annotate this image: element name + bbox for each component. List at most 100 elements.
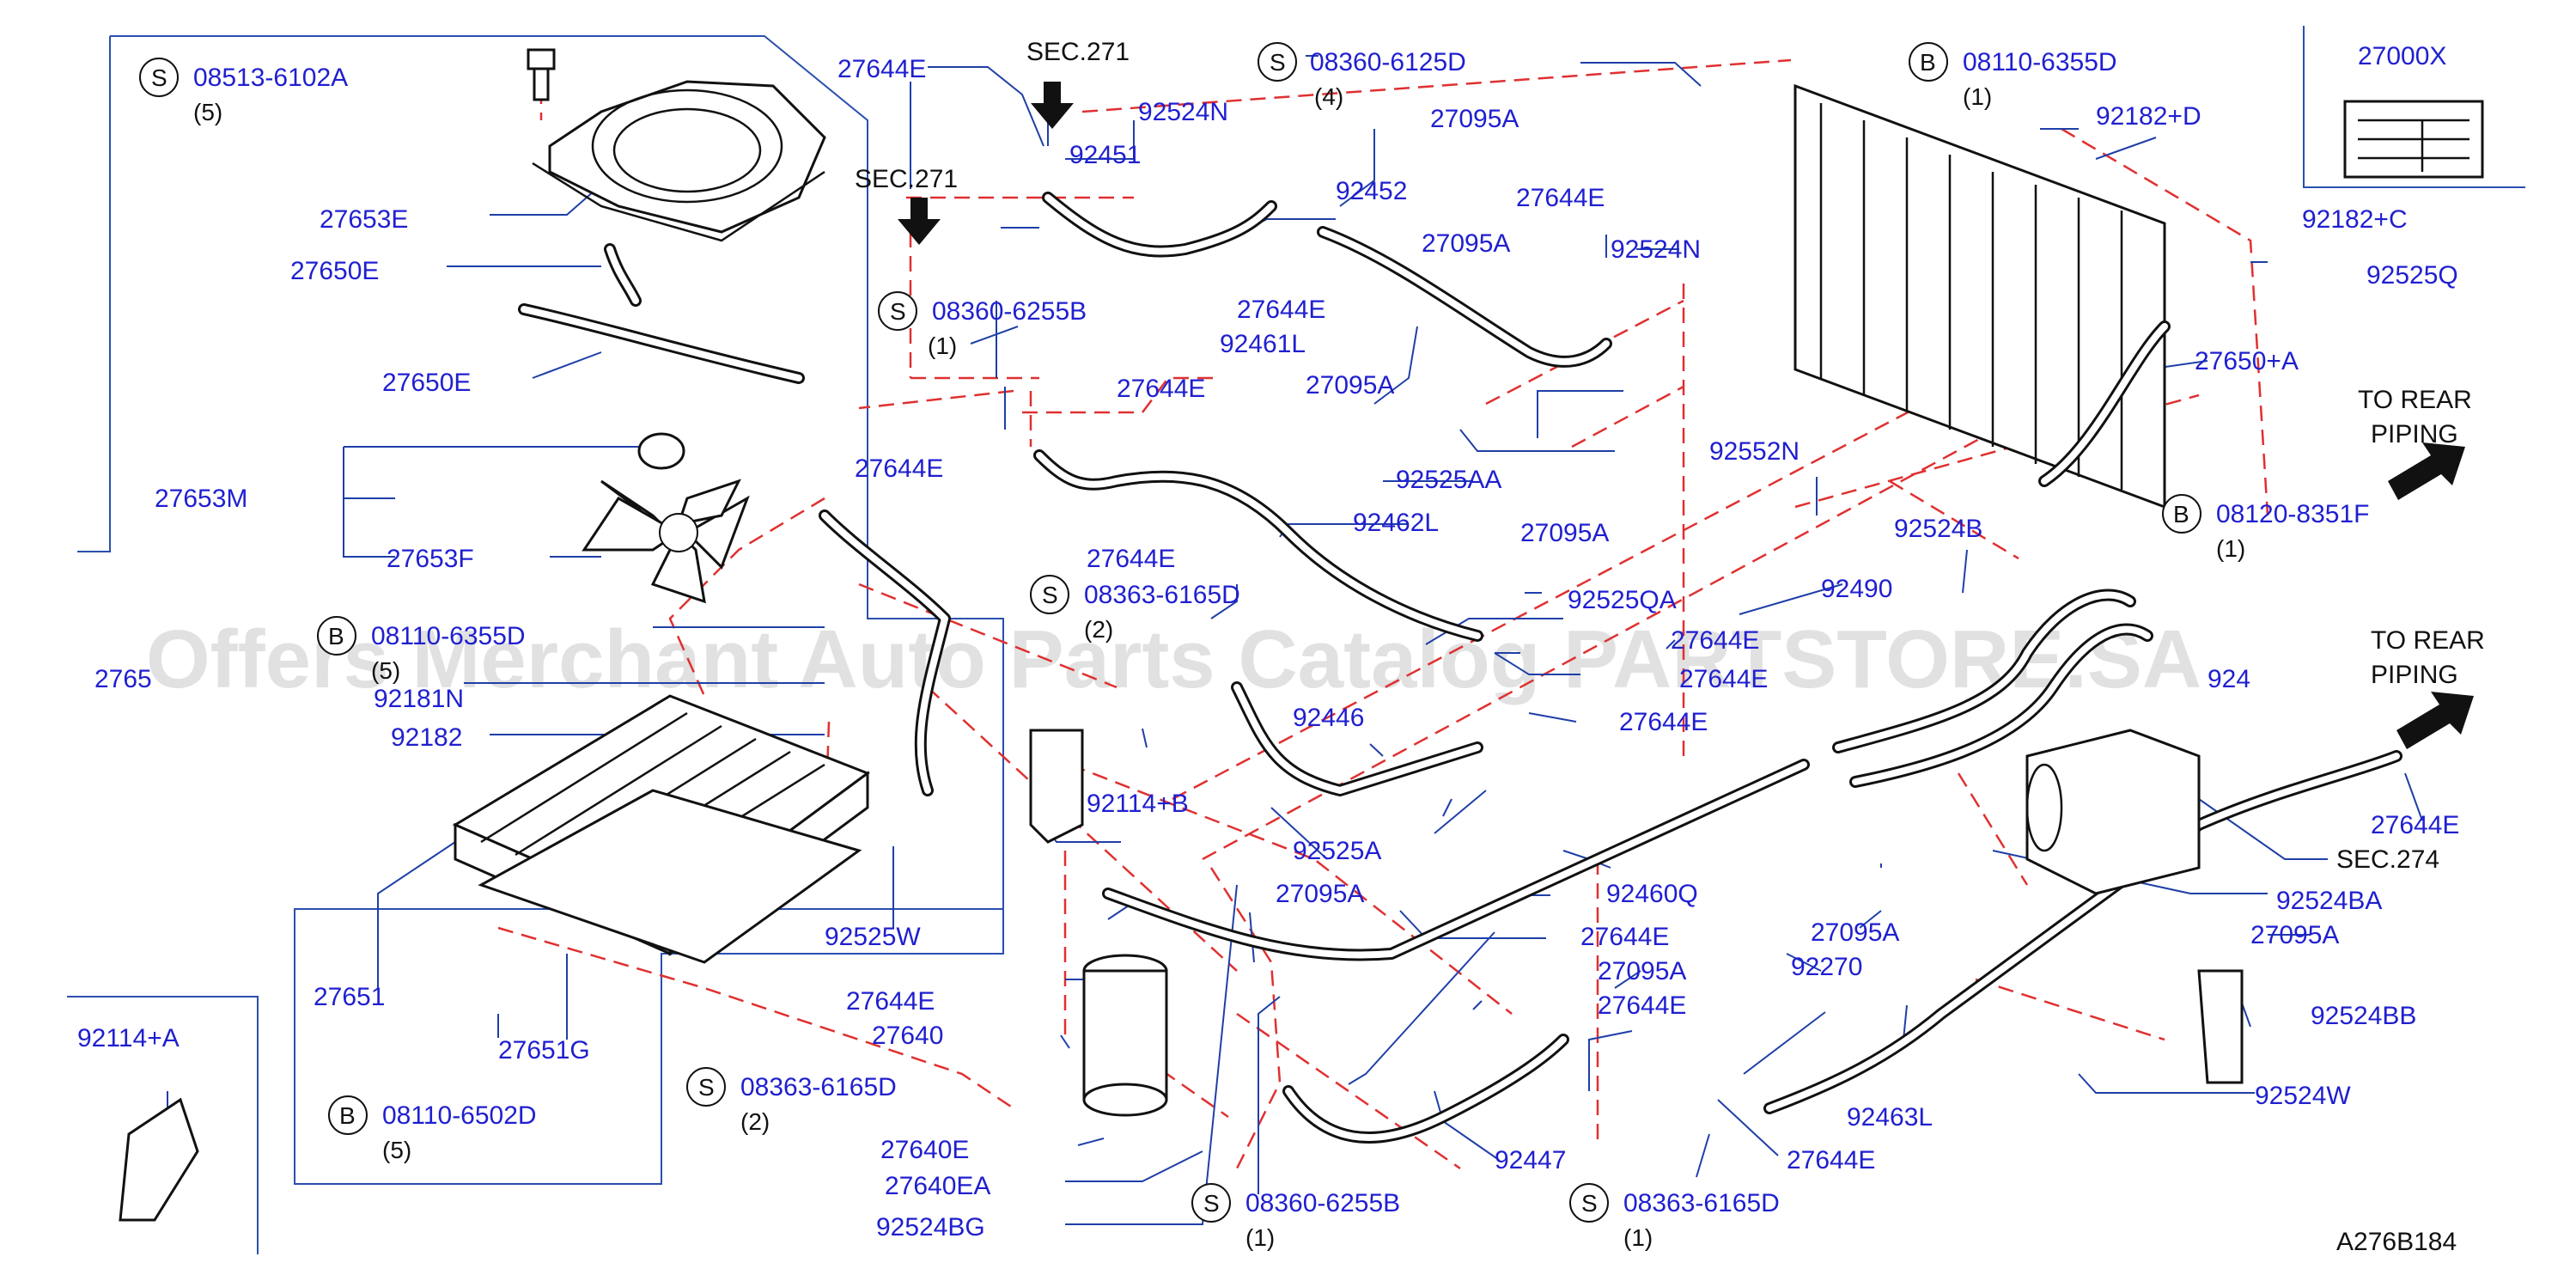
- bolt-symbol: B: [328, 623, 344, 650]
- fan-shroud-drawing: [532, 80, 826, 242]
- part-label: 92461L: [1220, 330, 1306, 358]
- part-label: 27644E: [1087, 545, 1175, 573]
- sec271-mid-label: SEC.271: [855, 165, 958, 193]
- part-label: 92447: [1495, 1146, 1566, 1174]
- receiver-drier-drawing: [1082, 954, 1168, 1117]
- bolt-top-left-drawing: [527, 48, 556, 101]
- bolt-callout-1: B 08110-6355D (1): [1909, 42, 2117, 110]
- bolt-part-number: 08110-6502D: [382, 1101, 537, 1130]
- bolt-part-number: 08120-8351F: [2216, 500, 2369, 528]
- part-label: 92452: [1336, 177, 1407, 205]
- screw-symbol: S: [890, 298, 906, 325]
- screw-quantity: (2): [1084, 616, 1113, 643]
- diagram-code: A276B184: [2336, 1228, 2457, 1256]
- part-label: 27095A: [1811, 918, 1899, 947]
- part-label: 92114+B: [1087, 790, 1189, 818]
- part-label: 92114+A: [77, 1024, 180, 1052]
- part-label: 92524W: [2255, 1082, 2351, 1110]
- screw-symbol: S: [1581, 1190, 1598, 1217]
- screw-callout-6: S 08360-6255B (1): [1191, 1183, 1400, 1251]
- part-label: 27095A: [2250, 921, 2339, 949]
- part-label: 92460Q: [1606, 880, 1698, 908]
- screw-quantity: (1): [1623, 1224, 1653, 1251]
- part-label: 27644E: [1516, 184, 1605, 212]
- assembly-dash-lines: [497, 58, 2269, 1170]
- screw-callout-4: S 08363-6165D (2): [1030, 575, 1240, 643]
- screw-callout-1: S 08513-6102A (5): [139, 58, 348, 125]
- bolt-quantity: (5): [371, 657, 400, 684]
- part-label: 92463L: [1847, 1103, 1933, 1132]
- part-label: 27644E: [1619, 708, 1708, 736]
- screw-symbol: S: [1042, 582, 1058, 608]
- part-label: 27095A: [1598, 957, 1686, 985]
- bolt-quantity: (1): [1963, 83, 1992, 110]
- bolt-callout-3: B 08110-6355D (5): [317, 616, 526, 684]
- label-plate-drawing: [2343, 100, 2484, 179]
- part-label: 27644E: [1787, 1146, 1875, 1174]
- part-label: 27651: [314, 983, 385, 1011]
- part-label: 92490: [1821, 575, 1892, 603]
- bolt-symbol: B: [2173, 501, 2189, 528]
- part-label: 27644E: [837, 55, 926, 83]
- part-label: 27644E: [846, 987, 935, 1016]
- screw-part-number: 08363-6165D: [1623, 1189, 1780, 1217]
- to-rear-label-2: TO REAR: [2371, 626, 2485, 655]
- part-label: 27644E: [1679, 665, 1768, 693]
- part-label: 92525A: [1293, 837, 1381, 865]
- part-label: 92182: [391, 723, 462, 752]
- fan-blade-drawing: [582, 432, 750, 604]
- part-label: 27644E: [1671, 626, 1759, 655]
- screw-quantity: (1): [1245, 1224, 1275, 1251]
- bracket-drawing: [119, 729, 2244, 1222]
- screw-quantity: (5): [193, 99, 222, 125]
- part-label: 92525W: [825, 923, 921, 951]
- part-label: 27650+A: [2195, 347, 2299, 375]
- screw-callout-2: S 08360-6125D (4): [1258, 42, 1466, 110]
- part-label: 92524B: [1894, 515, 1982, 543]
- sec274-label: SEC.274: [2336, 845, 2439, 874]
- piping-label-2: PIPING: [2371, 661, 2458, 689]
- part-label: 27095A: [1430, 105, 1519, 133]
- bolt-quantity: (1): [2216, 535, 2245, 562]
- part-label: 92524BG: [876, 1213, 985, 1241]
- screw-symbol: S: [1270, 49, 1286, 76]
- part-label: 924: [2208, 665, 2250, 693]
- screw-symbol: S: [151, 64, 167, 91]
- oil-cooler-drawing: [452, 694, 871, 964]
- part-label: 27644E: [1237, 296, 1325, 324]
- part-label: 92182+D: [2096, 102, 2201, 131]
- piping-label-1: PIPING: [2371, 420, 2458, 448]
- bolt-quantity: (5): [382, 1137, 411, 1163]
- ac-pipes-drawing: [819, 192, 2402, 1144]
- part-label: 27095A: [1520, 519, 1609, 547]
- part-label: 92446: [1293, 704, 1364, 732]
- sec271-top-label: SEC.271: [1026, 38, 1130, 66]
- part-label: 27653M: [155, 485, 247, 513]
- part-label: 27644E: [1580, 923, 1669, 951]
- part-label: 2765: [94, 665, 152, 693]
- screw-quantity: (2): [740, 1108, 770, 1135]
- part-label: 92525Q: [2366, 261, 2458, 290]
- screw-quantity: (4): [1314, 83, 1343, 110]
- bolt-symbol: B: [339, 1102, 356, 1129]
- part-label: 92525QA: [1568, 586, 1677, 614]
- part-label: 27644E: [1117, 375, 1205, 403]
- watermark-text: Offers Merchant Auto Parts Catalog PARTS…: [146, 613, 2201, 705]
- part-label: 27653F: [387, 545, 474, 573]
- part-label: 92270: [1791, 953, 1862, 981]
- screw-part-number: 08363-6165D: [740, 1073, 897, 1101]
- screw-symbol: S: [698, 1074, 715, 1101]
- sec271-arrows: [898, 82, 1074, 245]
- part-label: 27650E: [290, 257, 379, 285]
- part-label: 27095A: [1422, 229, 1510, 258]
- screw-part-number: 08360-6125D: [1310, 48, 1466, 76]
- part-label: 92462L: [1353, 509, 1439, 537]
- screw-callout-3: S 08360-6255B (1): [878, 291, 1087, 359]
- to-rear-label-1: TO REAR: [2358, 386, 2472, 414]
- fan-belt-drawing: [518, 243, 805, 384]
- part-label: 27644E: [1598, 991, 1686, 1020]
- bolt-callout-2: B 08120-8351F (1): [2162, 494, 2369, 562]
- part-label: 92552N: [1709, 437, 1800, 466]
- part-label: 27640: [872, 1022, 943, 1050]
